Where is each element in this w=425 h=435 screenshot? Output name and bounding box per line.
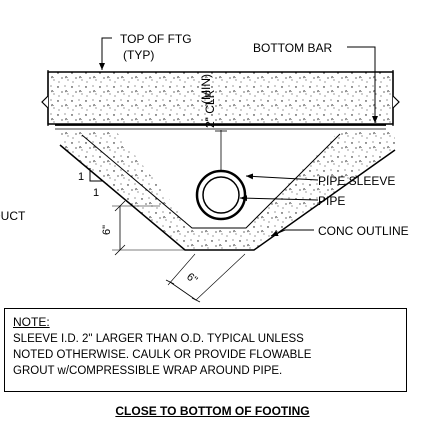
note-line-2: NOTED OTHERWISE. CAULK OR PROVIDE FLOWAB… <box>13 349 312 361</box>
top-of-ftg-leader <box>99 37 112 70</box>
duct-label: DUCT <box>0 209 26 223</box>
typ-label: (TYP) <box>123 48 154 62</box>
footing-slab <box>47 71 394 125</box>
note-box: NOTE: SLEEVE I.D. 2" LARGER THAN O.D. TY… <box>4 308 407 392</box>
detail-caption: CLOSE TO BOTTOM OF FOOTING <box>115 404 310 418</box>
trench-inner-outline <box>81 133 341 229</box>
conc-outline <box>59 144 396 251</box>
pipe-sleeve-label: PIPE SLEEVE <box>318 174 395 188</box>
note-line-3: GROUT w/COMPRESSIBLE WRAP AROUND PIPE. <box>13 365 283 377</box>
break-line-left <box>41 70 49 126</box>
footing-section-drawing: 2" CLR (MIN) TOP OF FTG (TYP) BOTTOM BAR… <box>0 32 409 303</box>
vertical-dimension-label: 6" <box>101 225 113 235</box>
pipe <box>202 176 240 214</box>
note-line-1: SLEEVE I.D. 2" LARGER THAN O.D. TYPICAL … <box>13 333 304 345</box>
slope-indicator <box>89 168 103 182</box>
diagonal-dimension-label: 6" <box>184 271 199 287</box>
slope-rise-label: 1 <box>78 171 84 183</box>
clr-label: 2" CLR <box>203 89 217 128</box>
pipe-label: PIPE <box>318 194 345 208</box>
slope-run-label: 1 <box>93 187 99 199</box>
conc-outline-leader <box>270 229 314 237</box>
conc-outline-label: CONC OUTLINE <box>318 224 409 238</box>
concrete-encasement <box>60 130 395 250</box>
break-line-right <box>392 70 400 126</box>
bottom-bar-label: BOTTOM BAR <box>253 41 332 55</box>
top-of-ftg-label: TOP OF FTG <box>120 32 192 46</box>
bottom-bar-leader <box>347 46 378 123</box>
note-title: NOTE: <box>13 315 50 329</box>
pipe-sleeve-leader <box>245 173 319 181</box>
min-label: (MIN) <box>199 74 213 104</box>
pipe-leader <box>239 195 319 202</box>
